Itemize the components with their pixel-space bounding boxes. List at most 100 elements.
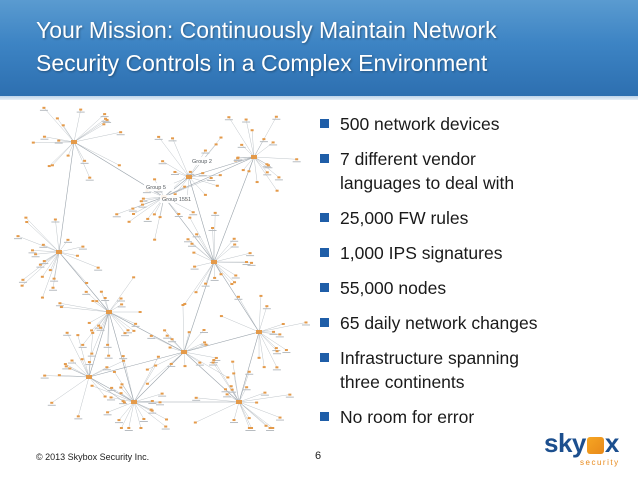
- network-node: [58, 302, 62, 305]
- network-node-caption: [234, 159, 243, 161]
- network-node: [168, 346, 172, 349]
- network-node-caption: [269, 333, 278, 335]
- network-node-caption: [74, 418, 83, 420]
- network-node: [158, 401, 162, 404]
- network-node: [236, 295, 240, 298]
- network-node: [248, 252, 252, 255]
- network-node: [61, 124, 65, 127]
- network-node: [145, 382, 149, 385]
- network-node-caption: [201, 285, 210, 287]
- network-node-caption: [107, 389, 116, 391]
- network-node-caption: [183, 241, 192, 243]
- network-node: [195, 233, 199, 236]
- network-hub: [251, 155, 257, 159]
- network-node-caption: [103, 346, 112, 348]
- copyright-notice: © 2013 Skybox Security Inc.: [36, 452, 150, 462]
- network-node: [16, 235, 20, 238]
- network-node: [274, 115, 278, 118]
- network-node: [157, 135, 161, 138]
- network-node: [43, 374, 47, 377]
- network-node-caption: [230, 240, 239, 242]
- network-node-caption: [87, 355, 96, 357]
- bullet-item: 1,000 IPS signatures: [318, 241, 634, 265]
- network-node: [204, 282, 208, 285]
- network-node-caption: [36, 266, 45, 268]
- network-node: [278, 333, 282, 336]
- slide-title: Your Mission: Continuously Maintain Netw…: [36, 14, 616, 80]
- network-node-caption: [103, 414, 112, 416]
- network-hub: [131, 400, 137, 404]
- network-node: [187, 331, 191, 334]
- title-banner: [0, 0, 638, 96]
- network-node: [183, 185, 187, 188]
- network-node: [48, 269, 52, 272]
- network-node-caption: [264, 167, 273, 169]
- network-node: [40, 275, 44, 278]
- network-node-caption: [242, 264, 251, 266]
- network-node-caption: [242, 389, 251, 391]
- network-node-caption: [40, 263, 49, 265]
- network-hub: [186, 175, 192, 179]
- network-node-caption: [124, 430, 133, 431]
- network-node: [188, 170, 192, 173]
- network-node: [66, 154, 70, 157]
- network-node: [255, 401, 259, 404]
- network-node: [42, 135, 46, 138]
- network-node: [183, 365, 187, 368]
- network-node-caption: [285, 396, 294, 398]
- bullet-text: 55,000 nodes: [340, 278, 447, 298]
- group-label-box: [160, 195, 190, 203]
- network-node-caption: [49, 289, 58, 291]
- network-hub: [86, 375, 92, 379]
- network-node-caption: [301, 324, 310, 326]
- network-node-caption: [262, 166, 271, 168]
- network-node: [204, 343, 208, 346]
- network-node-caption: [18, 281, 27, 283]
- network-node: [104, 117, 108, 120]
- network-node-caption: [237, 146, 246, 148]
- network-node-caption: [120, 335, 129, 337]
- network-node: [149, 408, 153, 411]
- bullet-text: 500 network devices: [340, 114, 500, 134]
- network-node: [173, 170, 177, 173]
- network-node-caption: [208, 229, 217, 231]
- network-node: [59, 306, 63, 309]
- network-node-caption: [94, 269, 103, 271]
- network-node-caption: [82, 293, 91, 295]
- network-node: [211, 361, 215, 364]
- network-node: [97, 324, 101, 327]
- network-node: [257, 356, 261, 359]
- group-label-box: [144, 183, 174, 191]
- network-node: [241, 169, 245, 172]
- network-node: [112, 370, 116, 373]
- network-node: [103, 297, 107, 300]
- network-node: [132, 276, 136, 279]
- network-node: [232, 237, 236, 240]
- network-node: [218, 174, 222, 177]
- network-node: [107, 354, 111, 357]
- network-node: [139, 200, 143, 203]
- network-node: [259, 294, 263, 297]
- network-node-caption: [224, 119, 233, 121]
- network-node-caption: [200, 331, 209, 333]
- network-node: [215, 184, 219, 187]
- box-icon: [586, 437, 604, 454]
- network-node: [24, 216, 28, 219]
- bullet-text-continued: three continents: [340, 372, 465, 392]
- network-node: [214, 356, 218, 359]
- network-node-caption: [158, 395, 167, 397]
- network-node: [156, 355, 160, 358]
- network-node-caption: [80, 162, 89, 164]
- network-node: [38, 263, 42, 266]
- slide-title-line-1: Your Mission: Continuously Maintain Netw…: [36, 17, 497, 43]
- network-node-caption: [85, 364, 94, 366]
- network-node: [271, 141, 275, 144]
- network-node: [64, 365, 68, 368]
- network-node: [122, 359, 126, 362]
- network-node: [47, 165, 51, 168]
- network-node: [30, 249, 34, 252]
- network-node: [96, 266, 100, 269]
- network-node-caption: [263, 174, 272, 176]
